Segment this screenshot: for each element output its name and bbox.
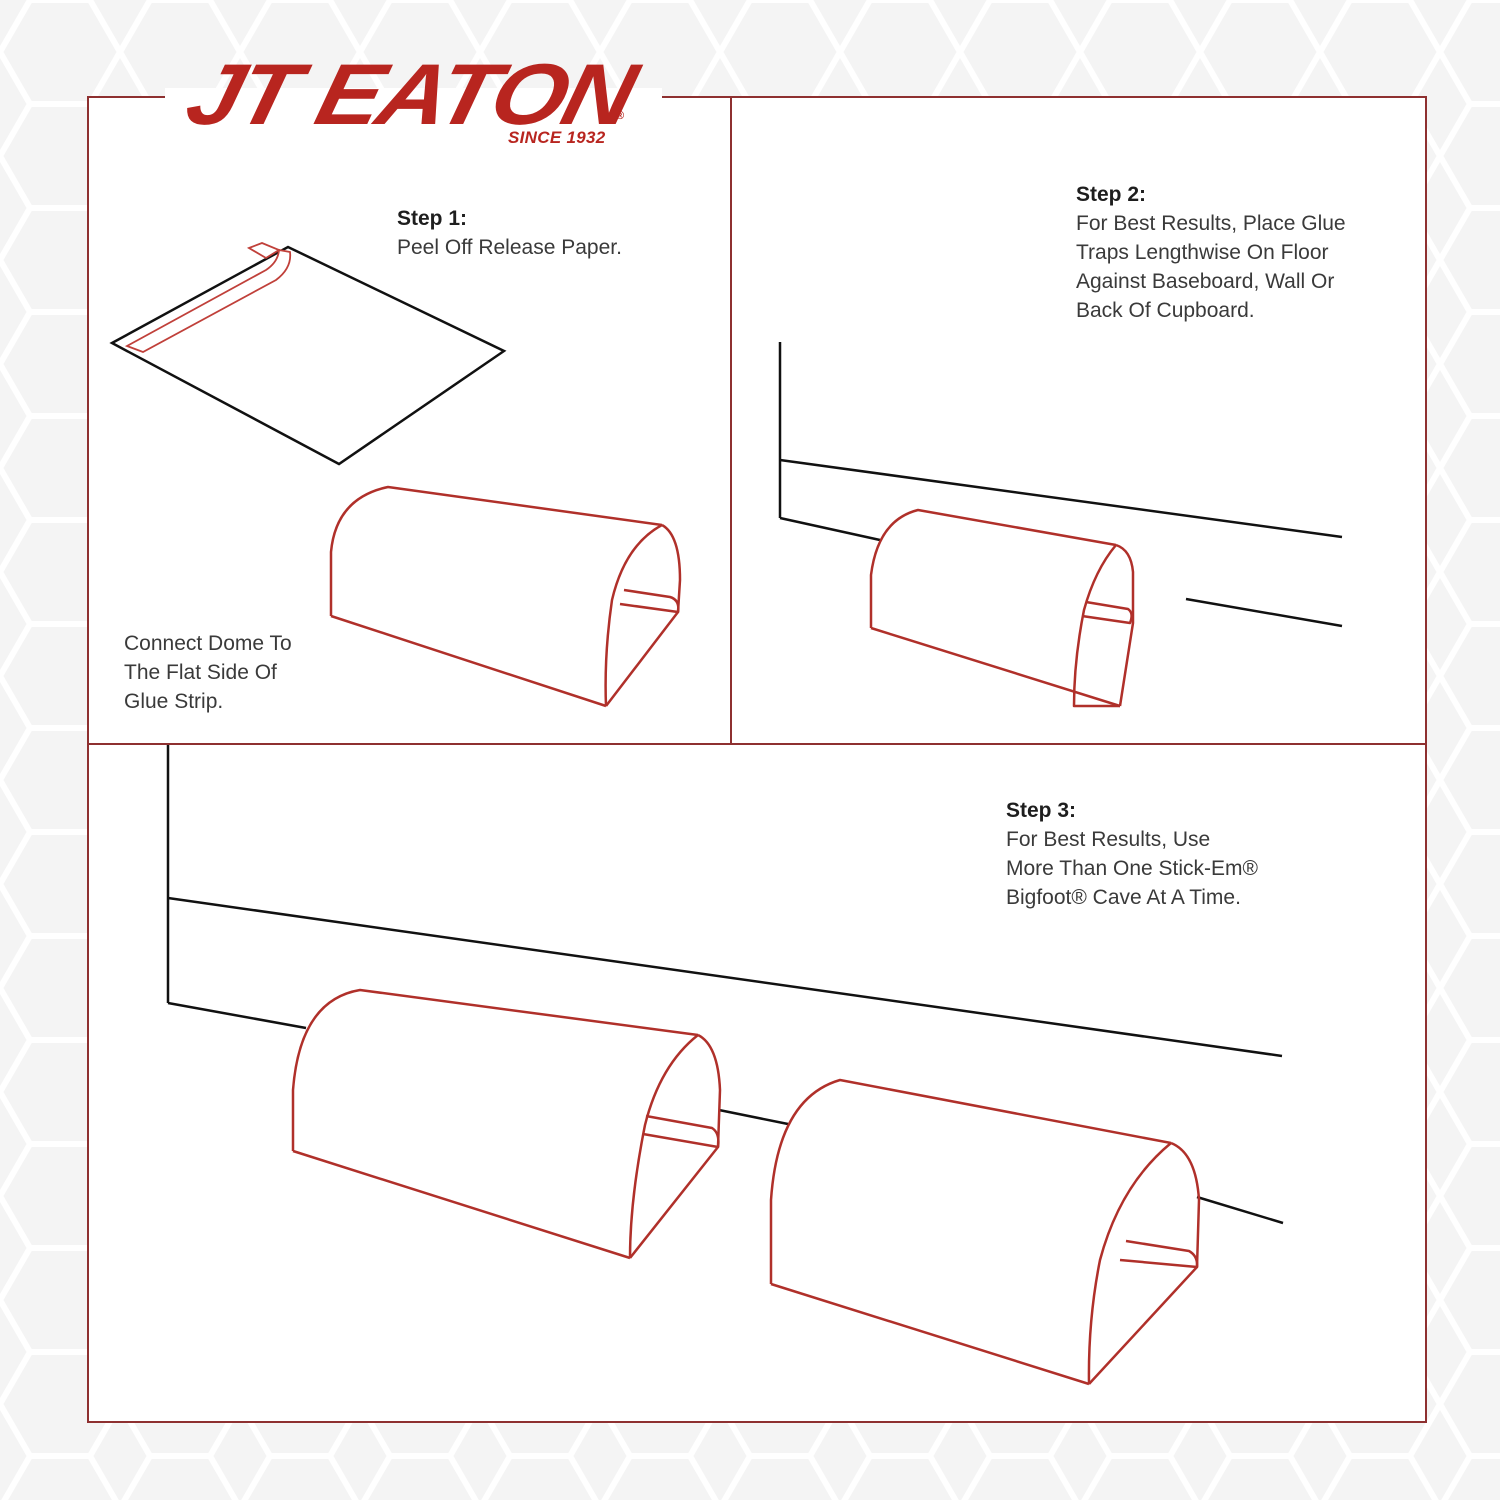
step-2-title: Step 2: bbox=[1076, 183, 1147, 206]
panel-divider-horizontal bbox=[87, 743, 1427, 745]
registered-mark: ® bbox=[616, 110, 625, 122]
jt-eaton-logo: JT EATON ® SINCE 1932 bbox=[172, 40, 652, 150]
step-2-line: Back Of Cupboard. bbox=[1076, 299, 1255, 322]
note-line: Glue Strip. bbox=[124, 690, 224, 713]
step-2-line: Against Baseboard, Wall Or bbox=[1076, 270, 1335, 293]
step-2-line: For Best Results, Place Glue bbox=[1076, 212, 1346, 235]
step-3-line: More Than One Stick-Em® bbox=[1006, 857, 1258, 880]
step-2-text: Step 2: For Best Results, Place Glue Tra… bbox=[1076, 180, 1346, 325]
step-3-line: Bigfoot® Cave At A Time. bbox=[1006, 886, 1241, 909]
step-2-line: Traps Lengthwise On Floor bbox=[1076, 241, 1329, 264]
logo-wordmark: JT EATON bbox=[177, 46, 644, 143]
step-1-text: Step 1: Peel Off Release Paper. bbox=[397, 204, 622, 262]
note-line: Connect Dome To bbox=[124, 632, 292, 655]
step-3-line: For Best Results, Use bbox=[1006, 828, 1211, 851]
step-1-title: Step 1: bbox=[397, 207, 468, 230]
panel-divider-vertical bbox=[730, 96, 732, 745]
note-line: The Flat Side Of bbox=[124, 661, 277, 684]
step-1-line: Peel Off Release Paper. bbox=[397, 236, 622, 259]
dome-connect-note: Connect Dome To The Flat Side Of Glue St… bbox=[124, 629, 292, 716]
step-3-title: Step 3: bbox=[1006, 799, 1077, 822]
logo-tagline: SINCE 1932 bbox=[508, 128, 606, 147]
logo-frame-gap bbox=[165, 88, 662, 104]
step-3-text: Step 3: For Best Results, Use More Than … bbox=[1006, 796, 1258, 912]
